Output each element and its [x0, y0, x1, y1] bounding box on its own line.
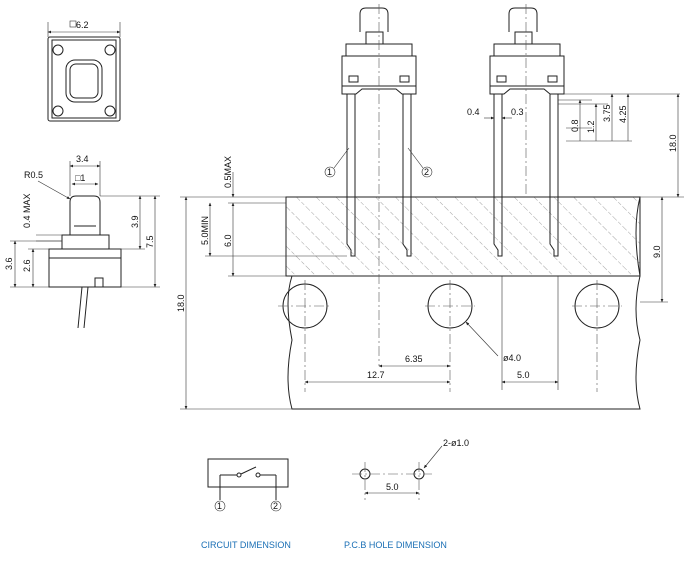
circuit-diagram: 1 2 CIRCUIT DIMENSION	[201, 458, 291, 550]
circuit-pin2: 2	[273, 501, 278, 511]
hole-row-label: 9.0	[652, 245, 662, 258]
gap-label: 0.4 MAX	[22, 193, 32, 228]
lead-d4-label: 4.25	[618, 105, 628, 123]
circuit-pin1: 1	[217, 501, 222, 511]
circuit-caption: CIRCUIT DIMENSION	[201, 540, 291, 550]
min-depth-label: 5.0MIN	[200, 216, 210, 245]
max-protrusion-label: 0.5MAX	[223, 156, 233, 188]
lead-depth-label: 6.0	[223, 234, 233, 247]
lead-d3-label: 3.75	[602, 104, 612, 122]
switch-2	[489, 4, 565, 257]
lead-right-width-label: 0.3	[511, 107, 524, 117]
total-height-label: 7.5	[145, 235, 155, 248]
side-width-label: 3.4	[76, 154, 89, 164]
pitch-half-label: 6.35	[405, 354, 423, 364]
lead-left-width-label: 0.4	[467, 107, 480, 117]
pcb-view: 1 2 0.4 0.3 0.8	[176, 4, 684, 410]
pitch-label: 12.7	[367, 370, 385, 380]
stem-symbol-label: □1	[75, 173, 85, 183]
pin1-label: 1	[327, 167, 332, 177]
hole-dia-label: ø4.0	[503, 353, 521, 363]
board-height-label: 18.0	[176, 294, 186, 312]
pcb-hole-caption: P.C.B HOLE DIMENSION	[344, 540, 447, 550]
side-view: 3.4 □1 R0.5 0.4 MAX 3.9 7.5 3.6 2.6	[4, 154, 160, 329]
base-height-label: 2.6	[22, 259, 32, 272]
pcb-hole-count: 2-ø1.0	[443, 438, 469, 448]
pcb-hole-diagram: 5.0 2-ø1.0 P.C.B HOLE DIMENSION	[344, 438, 469, 550]
stem-height-label: 3.9	[130, 215, 140, 228]
lead-d2-label: 1.2	[586, 120, 596, 133]
body-height-label: 3.6	[4, 257, 14, 270]
radius-label: R0.5	[24, 170, 43, 180]
hole-spacing-label: 5.0	[517, 370, 530, 380]
lead-d1-label: 0.8	[570, 119, 580, 132]
top-view: 6.2	[47, 20, 121, 122]
pin2-label: 2	[424, 167, 429, 177]
pcb-hole-spacing: 5.0	[386, 482, 399, 492]
tape-height-label: 18.0	[668, 134, 678, 152]
top-size-label: 6.2	[76, 20, 89, 30]
switch-1: 1 2	[324, 4, 433, 366]
